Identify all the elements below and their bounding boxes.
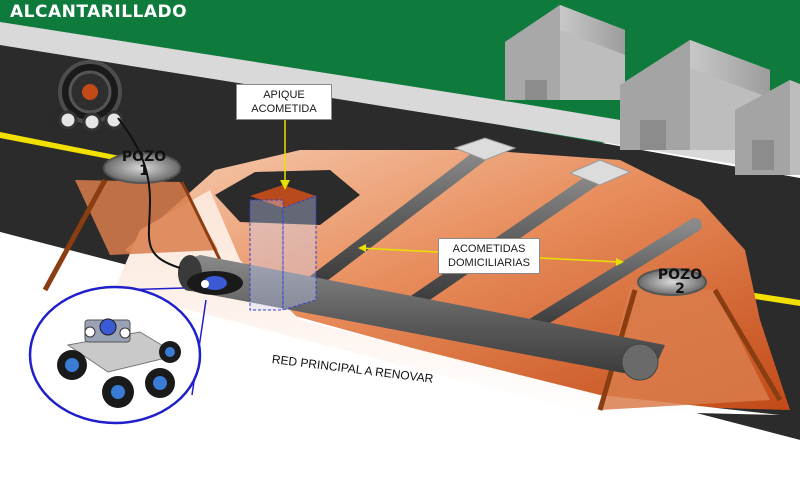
- acometidas-label: ACOMETIDAS DOMICILIARIAS: [438, 238, 540, 274]
- pozo2-manhole: [637, 268, 707, 296]
- apique-label: APIQUE ACOMETIDA: [236, 84, 332, 120]
- pozo1-manhole: [103, 152, 181, 184]
- apique-box: [249, 185, 317, 311]
- house-icon: [735, 80, 800, 175]
- house-icon: [620, 40, 770, 150]
- acometidas-leader-line: [539, 257, 621, 263]
- pozo1-shaft-edge: [42, 178, 108, 292]
- apique-label-line1: APIQUE: [263, 89, 305, 101]
- pozo1-label-line2: 1: [139, 163, 149, 179]
- far-sidewalk: [0, 22, 800, 175]
- pozo2-label: POZO 2: [654, 268, 706, 296]
- apique-leader-arrow: [280, 180, 290, 190]
- pozo2-label-line2: 2: [675, 281, 685, 297]
- acometidas-leader-arrow: [616, 258, 624, 266]
- pozo1-shaft: [75, 180, 218, 255]
- acometidas-leader-arrow: [358, 244, 366, 252]
- acometidas-label-line2: DOMICILIARIAS: [448, 257, 530, 269]
- road-marking-left: [0, 132, 130, 163]
- pozo1-label: POZO 1: [118, 150, 170, 178]
- robot-cable: [117, 117, 181, 269]
- acometidas-label-line1: ACOMETIDAS: [452, 243, 526, 255]
- diagram-title: ALCANTARILLADO: [10, 2, 188, 22]
- cable-reel-icon: [50, 60, 130, 132]
- pozo1-label-line1: POZO: [121, 149, 167, 165]
- pozo1-shaft-edge: [180, 181, 222, 261]
- acometidas-leader-line: [359, 247, 439, 253]
- inspection-robot-icon: [187, 271, 243, 295]
- pozo2-label-line1: POZO: [657, 267, 703, 283]
- house-icon: [505, 5, 625, 100]
- robot-detail: [28, 285, 202, 425]
- pozo2-shaft-edge: [712, 288, 783, 402]
- apique-label-line2: ACOMETIDA: [251, 103, 317, 115]
